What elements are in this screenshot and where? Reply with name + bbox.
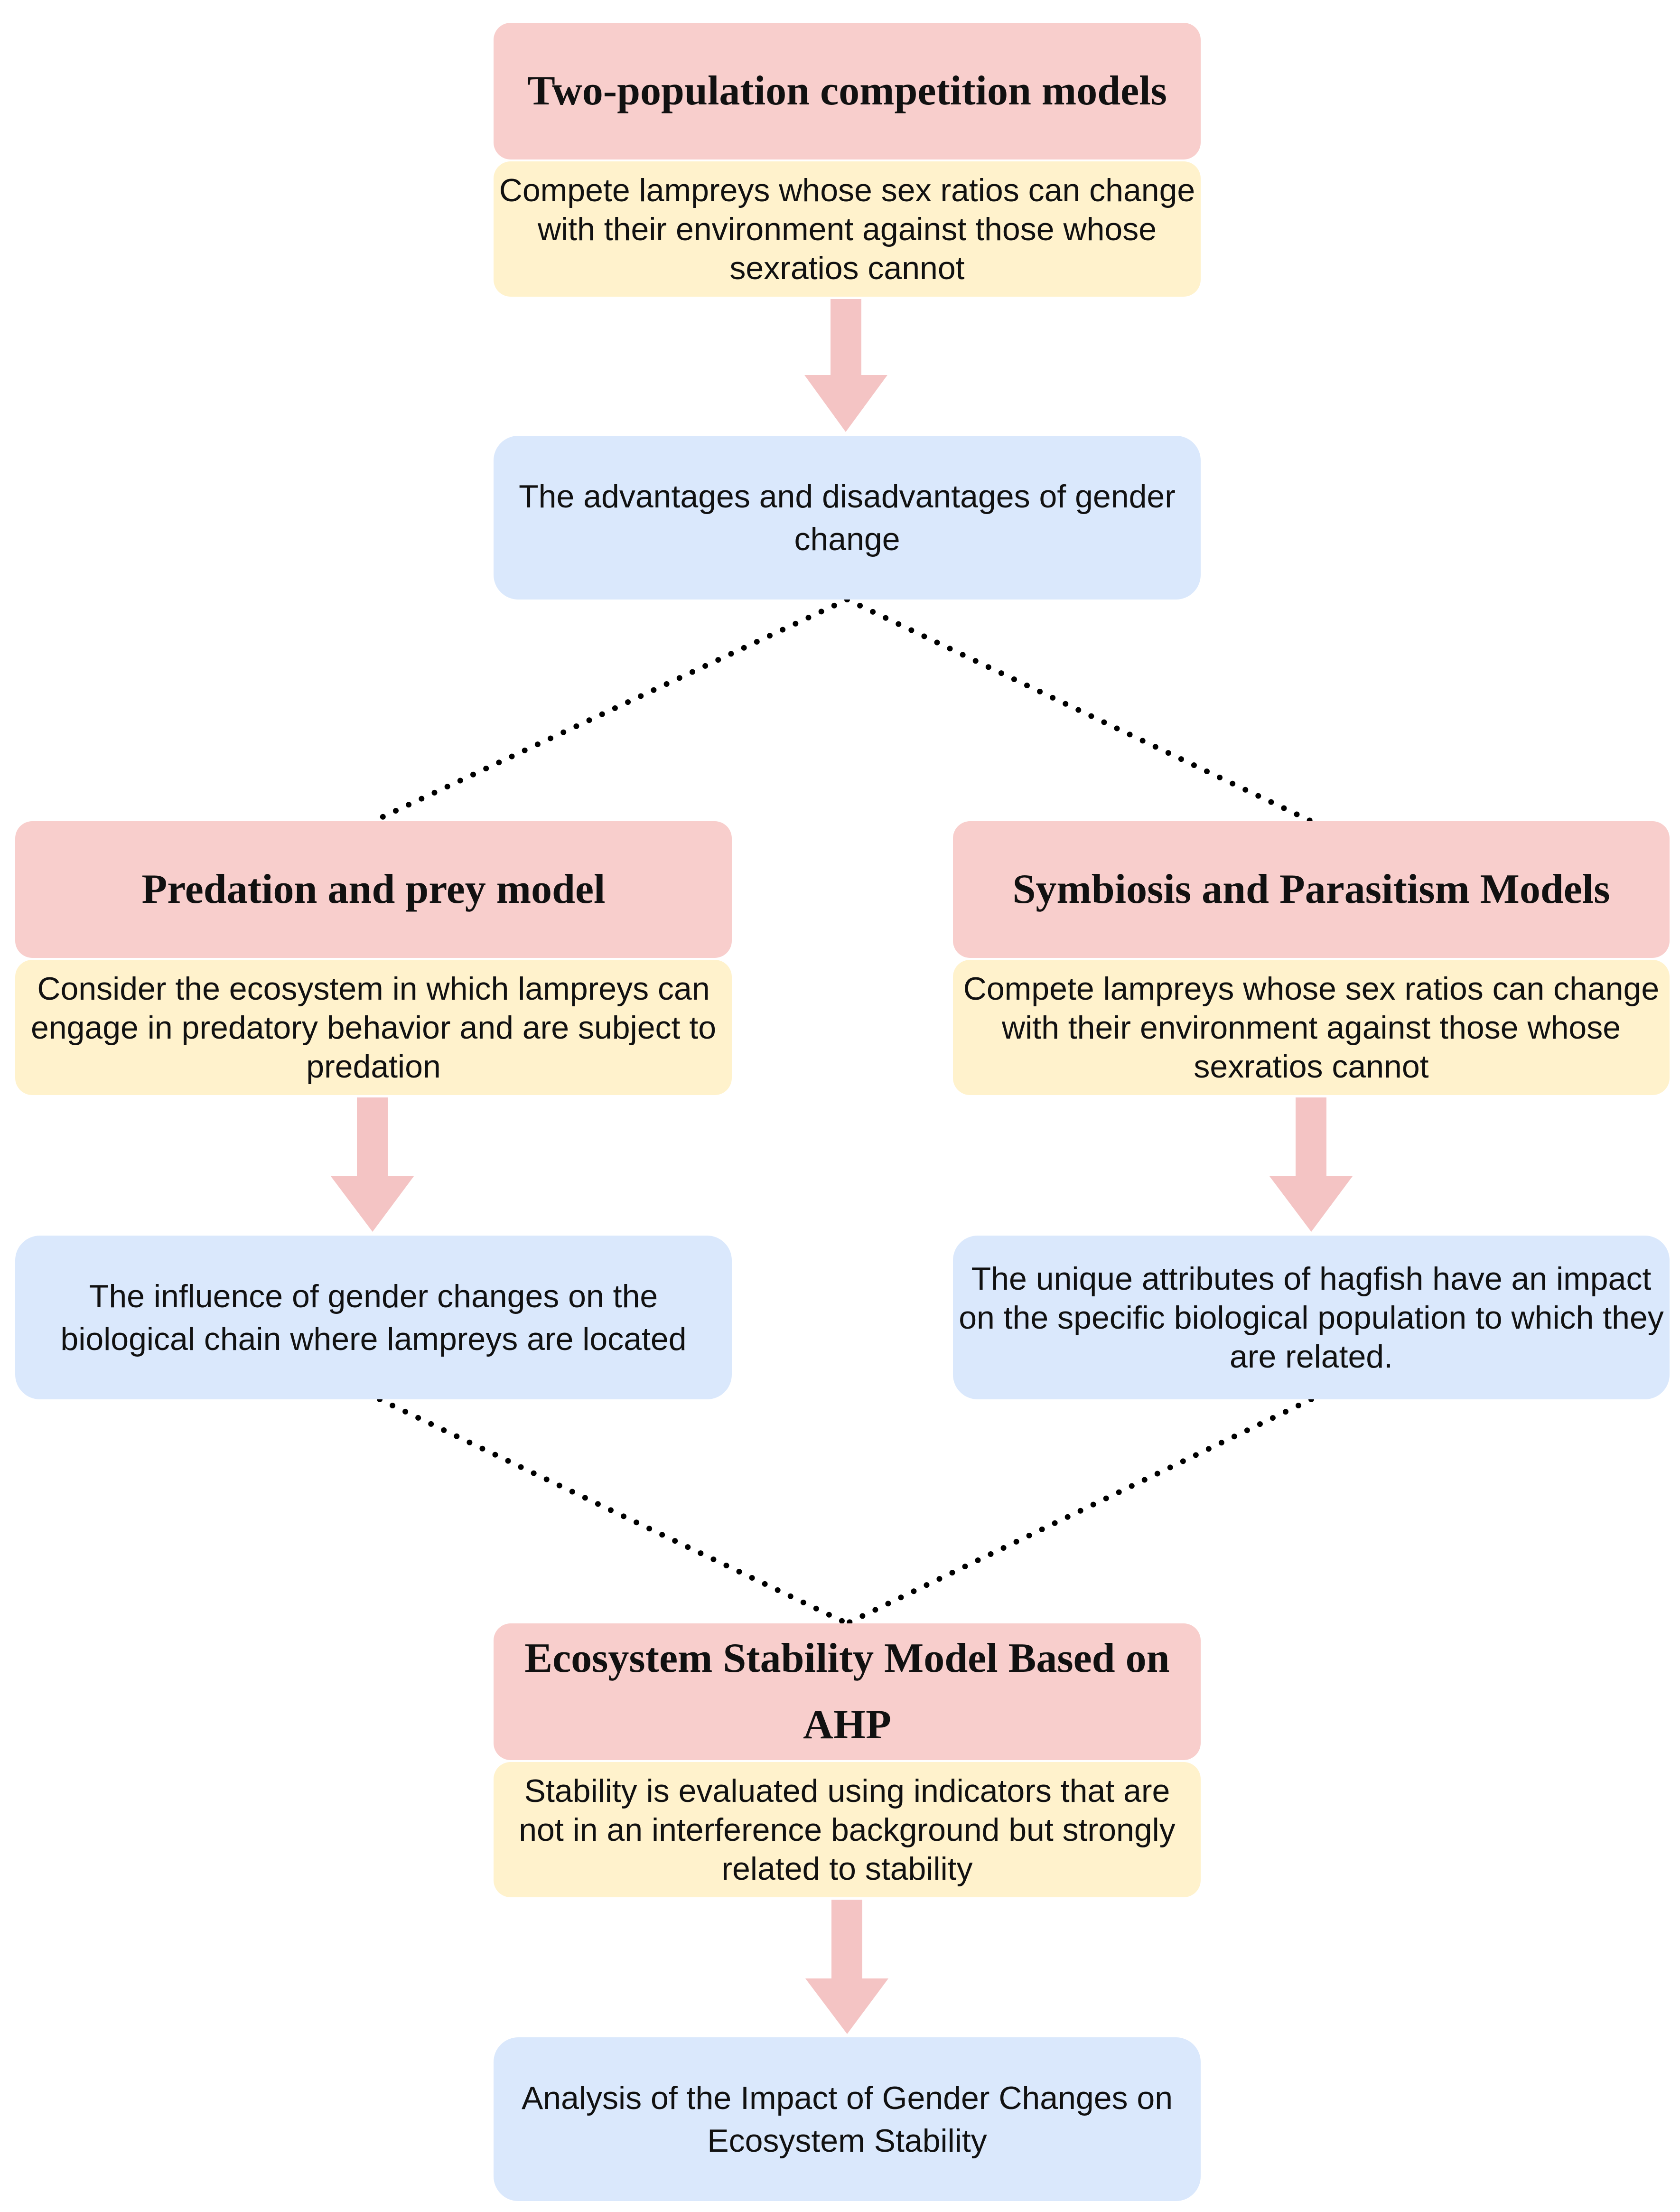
arrow-down-top bbox=[804, 299, 887, 432]
predation-model-description: Consider the ecosystem in which lampreys… bbox=[15, 960, 732, 1095]
stability-model-title: Ecosystem Stability Model Based on AHP bbox=[494, 1623, 1201, 1760]
predation-model-outcome: The influence of gender changes on the b… bbox=[15, 1236, 732, 1399]
dotted-connector-top-to-right bbox=[844, 597, 1314, 824]
dotted-connector-right-to-bottom bbox=[844, 1397, 1314, 1626]
two-population-model-title: Two-population competition models bbox=[494, 23, 1201, 159]
stability-model-outcome: Analysis of the Impact of Gender Changes… bbox=[494, 2037, 1201, 2201]
symbiosis-model-outcome: The unique attributes of hagfish have an… bbox=[953, 1236, 1670, 1399]
arrow-down-bottom bbox=[805, 1900, 888, 2034]
arrow-down-left bbox=[331, 1097, 414, 1232]
two-population-model-outcome: The advantages and disadvantages of gend… bbox=[494, 436, 1201, 600]
stability-model-description: Stability is evaluated using indicators … bbox=[494, 1762, 1201, 1897]
symbiosis-model-description: Compete lampreys whose sex ratios can ch… bbox=[953, 960, 1670, 1095]
predation-model-title: Predation and prey model bbox=[15, 821, 732, 958]
dotted-connector-top-to-left bbox=[371, 597, 850, 824]
symbiosis-model-title: Symbiosis and Parasitism Models bbox=[953, 821, 1670, 958]
arrow-down-right bbox=[1269, 1097, 1353, 1232]
dotted-connector-left-to-bottom bbox=[377, 1397, 850, 1626]
two-population-model-description: Compete lampreys whose sex ratios can ch… bbox=[494, 161, 1201, 297]
